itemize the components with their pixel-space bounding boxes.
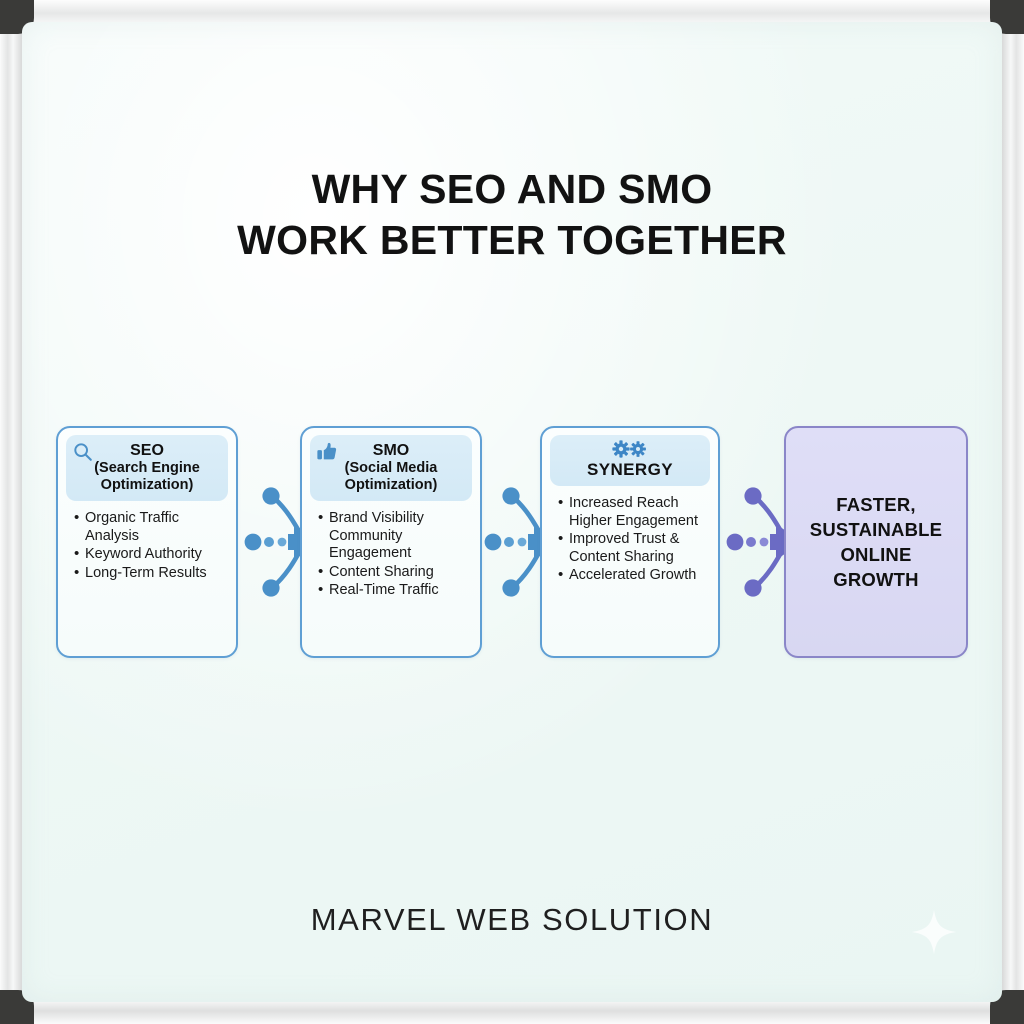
goal-line-4: GROWTH bbox=[833, 569, 919, 590]
list-item: Content Sharing bbox=[318, 563, 472, 582]
page-title: WHY SEO AND SMO WORK BETTER TOGETHER bbox=[22, 164, 1002, 266]
card-seo-subtitle-line-1: (Search Engine bbox=[94, 460, 200, 476]
list-item: Real-Time Traffic bbox=[318, 581, 472, 600]
list-item: Brand Visibility Community Engagement bbox=[318, 509, 472, 563]
card-smo-title: SMO bbox=[372, 442, 410, 459]
card-seo-header: SEO (Search Engine Optimization) bbox=[66, 435, 228, 501]
list-item: Increased Reach Higher Engagement bbox=[558, 494, 710, 530]
frame-edge-top bbox=[0, 0, 1024, 22]
card-growth-goal-content: FASTER, SUSTAINABLE ONLINE GROWTH bbox=[786, 428, 966, 656]
card-synergy-bullet-list: Increased Reach Higher Engagement Improv… bbox=[542, 494, 718, 585]
card-smo-subtitle-line-2: Optimization) bbox=[344, 477, 438, 493]
gears-icon bbox=[556, 439, 704, 459]
list-item: Organic Traffic Analysis bbox=[74, 509, 228, 545]
frame-edge-bottom bbox=[0, 1002, 1024, 1024]
flow-diagram: SEO (Search Engine Optimization) Organic… bbox=[22, 422, 1002, 682]
footer-brand: MARVEL WEB SOLUTION bbox=[310, 902, 714, 937]
card-smo-bullet-list: Brand Visibility Community Engagement Co… bbox=[302, 509, 480, 600]
frame-edge-left bbox=[0, 0, 22, 1024]
card-synergy[interactable]: SYNERGY Increased Reach Higher Engagemen… bbox=[540, 426, 720, 658]
card-seo-bullet-list: Organic Traffic Analysis Keyword Authori… bbox=[58, 509, 236, 583]
list-item: Long-Term Results bbox=[74, 564, 228, 583]
goal-text: FASTER, SUSTAINABLE ONLINE GROWTH bbox=[810, 492, 942, 592]
card-seo[interactable]: SEO (Search Engine Optimization) Organic… bbox=[56, 426, 238, 658]
card-seo-title: SEO bbox=[130, 442, 164, 459]
card-synergy-header: SYNERGY bbox=[550, 435, 710, 486]
list-item: Improved Trust & Content Sharing bbox=[558, 530, 710, 566]
board-surface: WHY SEO AND SMO WORK BETTER TOGETHER SEO… bbox=[22, 22, 1002, 1002]
card-smo-header: SMO (Social Media Optimization) bbox=[310, 435, 472, 501]
magnifier-icon bbox=[72, 441, 94, 463]
card-synergy-title: SYNERGY bbox=[587, 460, 673, 479]
list-item: Accelerated Growth bbox=[558, 566, 710, 585]
card-growth-goal[interactable]: FASTER, SUSTAINABLE ONLINE GROWTH bbox=[784, 426, 968, 658]
card-smo[interactable]: SMO (Social Media Optimization) Brand Vi… bbox=[300, 426, 482, 658]
goal-line-3: ONLINE bbox=[840, 544, 912, 565]
frame-edge-right bbox=[1002, 0, 1024, 1024]
page-title-line-2: WORK BETTER TOGETHER bbox=[237, 217, 787, 263]
goal-line-2: SUSTAINABLE bbox=[809, 519, 943, 540]
thumbs-up-icon bbox=[316, 441, 338, 463]
list-item: Keyword Authority bbox=[74, 545, 228, 564]
card-smo-subtitle-line-1: (Social Media bbox=[344, 460, 438, 476]
card-seo-subtitle-line-2: Optimization) bbox=[100, 477, 194, 493]
goal-line-1: FASTER, bbox=[836, 494, 916, 515]
connector-seo-to-smo bbox=[244, 476, 320, 608]
page-title-line-1: WHY SEO AND SMO bbox=[311, 166, 713, 212]
